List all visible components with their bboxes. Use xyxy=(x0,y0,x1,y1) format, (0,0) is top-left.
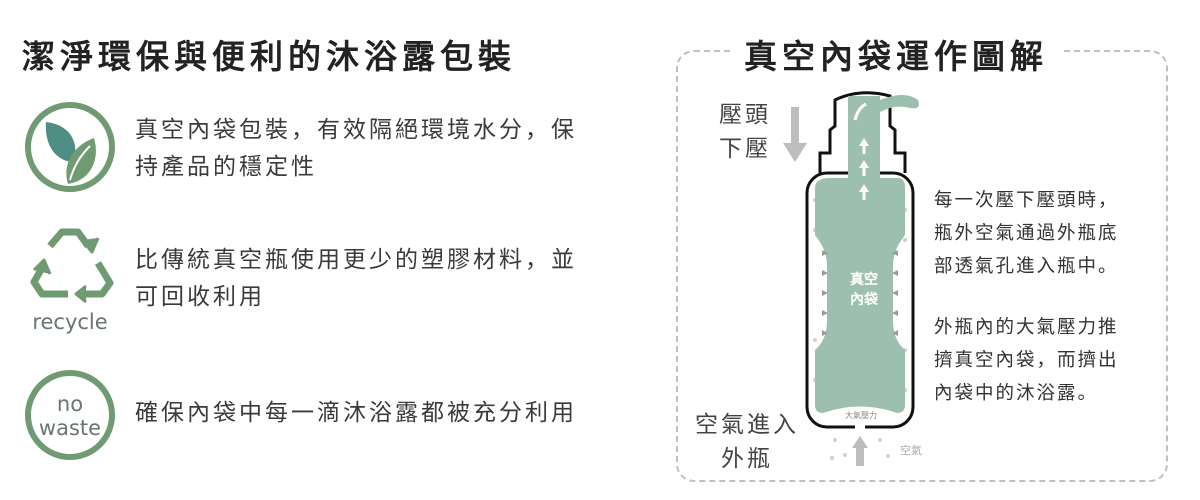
feature-line: 可回收利用 xyxy=(135,284,265,310)
air-in-label: 空氣進入 外瓶 xyxy=(682,408,812,476)
feature-line: 確保內袋中每一滴沐浴露都被充分利用 xyxy=(135,400,577,426)
vacuum-bag xyxy=(815,178,905,413)
desc-line: 內袋中的沐浴露。 xyxy=(934,383,1099,404)
air-label: 空氣 xyxy=(900,444,922,457)
recycle-label: recycle xyxy=(32,310,108,334)
bag-label-line: 內袋 xyxy=(850,292,878,308)
no-waste-label-line: waste xyxy=(38,416,102,440)
press-label-line: 壓頭 xyxy=(719,102,771,128)
desc-line: 部透氣孔進入瓶中。 xyxy=(934,256,1119,277)
spout xyxy=(880,95,919,112)
recycle-icon xyxy=(30,228,114,304)
feature-icons xyxy=(25,102,115,460)
diagram-title: 真空內袋運作圖解 xyxy=(730,30,1062,78)
description-1: 每一次壓下壓頭時， 瓶外空氣通過外瓶底 部透氣孔進入瓶中。 xyxy=(934,184,1119,283)
feature-text-1: 真空內袋包裝，有效隔絕環境水分，保 持產品的穩定性 xyxy=(135,112,635,186)
press-label: 壓頭 下壓 xyxy=(705,98,785,166)
bag-label-line: 真空 xyxy=(850,272,878,288)
press-down-arrow-icon xyxy=(783,107,807,162)
main-title: 潔淨環保與便利的沐浴露包裝 xyxy=(22,37,516,76)
feature-line: 真空內袋包裝，有效隔絕環境水分，保 xyxy=(135,117,577,143)
air-in-arrow-icon xyxy=(852,436,868,466)
desc-line: 每一次壓下壓頭時， xyxy=(934,190,1119,211)
no-waste-label-line: no xyxy=(56,392,84,416)
desc-line: 外瓶內的大氣壓力推 xyxy=(934,317,1119,338)
air-in-label-line: 空氣進入 xyxy=(695,412,799,438)
bag-label: 真空 內袋 xyxy=(838,270,890,310)
desc-line: 擠真空內袋，而擠出 xyxy=(934,350,1119,371)
description-2: 外瓶內的大氣壓力推 擠真空內袋，而擠出 內袋中的沐浴露。 xyxy=(934,311,1119,410)
feature-text-3: 確保內袋中每一滴沐浴露都被充分利用 xyxy=(135,395,635,432)
feature-text-2: 比傳統真空瓶使用更少的塑膠材料，並 可回收利用 xyxy=(135,242,635,316)
no-waste-label: no waste xyxy=(20,392,120,440)
feature-line: 持產品的穩定性 xyxy=(135,154,317,180)
leaf-icon xyxy=(25,102,115,192)
feature-line: 比傳統真空瓶使用更少的塑膠材料，並 xyxy=(135,247,577,273)
pressure-label: 大氣壓力 xyxy=(845,411,877,420)
no-waste-icon xyxy=(25,370,115,460)
flow-up-arrows xyxy=(853,102,869,200)
press-label-line: 下壓 xyxy=(719,136,771,162)
desc-line: 瓶外空氣通過外瓶底 xyxy=(934,223,1119,244)
air-in-label-line: 外瓶 xyxy=(721,446,773,472)
pressure-arrows xyxy=(822,250,898,336)
